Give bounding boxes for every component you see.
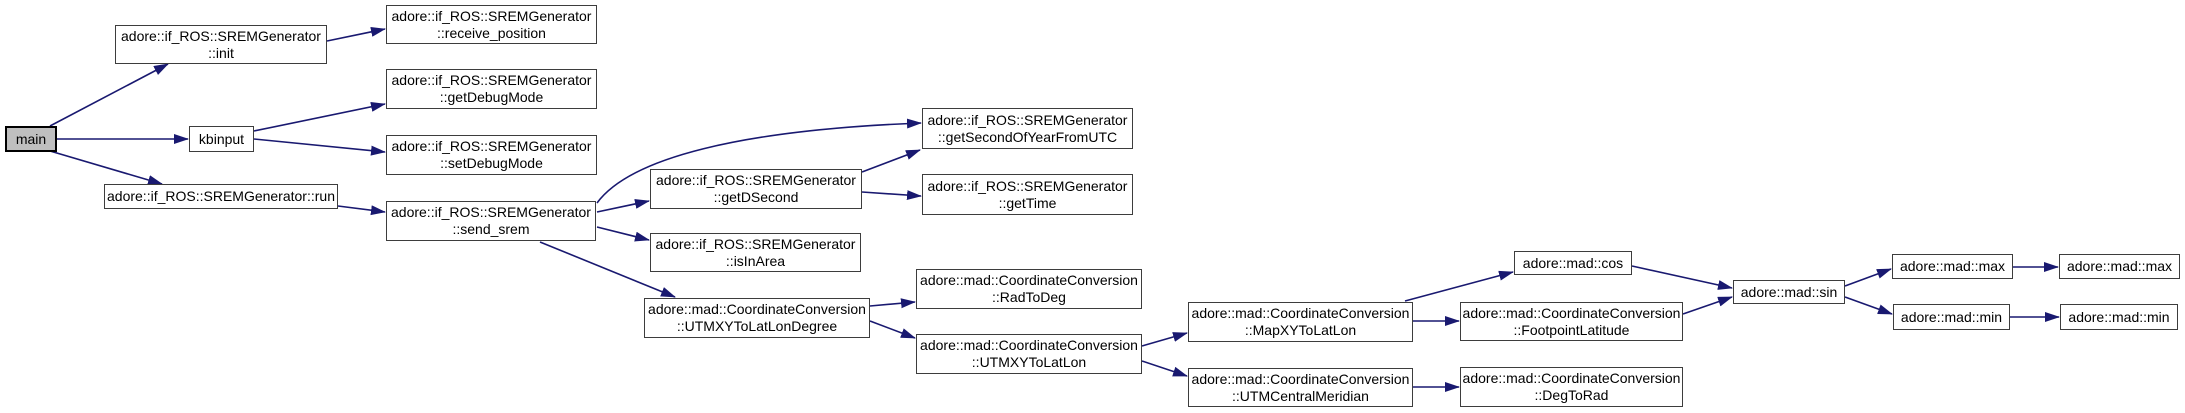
- graph-node-getSecondOfYearFromUTC[interactable]: adore::if_ROS::SREMGenerator::getSecondO…: [922, 108, 1133, 149]
- edge-UTMXYToLatLon-to-MapXYToLatLon: [1141, 332, 1188, 347]
- node-label-line: ::MapXYToLatLon: [1244, 322, 1357, 338]
- node-label-line: adore::mad::CoordinateConversion: [1191, 305, 1410, 321]
- node-label-line: ::setDebugMode: [440, 155, 543, 171]
- graph-node-setDebugMode[interactable]: adore::if_ROS::SREMGenerator::setDebugMo…: [386, 135, 597, 175]
- node-label-line: adore::mad::min: [1900, 308, 2003, 325]
- node-label-line: adore::if_ROS::SREMGenerator: [927, 177, 1128, 194]
- edge-kbinput-to-getDebugMode: [253, 101, 386, 132]
- node-label-line: adore::if_ROS::SREMGenerator: [121, 27, 321, 44]
- node-label-line: adore::mad::max: [2066, 258, 2173, 274]
- edge-init-to-receive_position: [326, 26, 386, 42]
- node-label-line: ::UTMCentralMeridian: [1232, 387, 1369, 404]
- node-label-line: adore::if_ROS::SREMGenerator: [391, 7, 592, 24]
- edge-UTMXYToLatLonDegree-to-RadToDeg: [869, 298, 916, 309]
- edge-UTMXYToLatLonDegree-to-UTMXYToLatLon: [869, 320, 916, 339]
- node-label-line: adore::mad::sin: [1740, 283, 1838, 300]
- graph-node-isInArea[interactable]: adore::if_ROS::SREMGenerator::isInArea: [650, 233, 861, 272]
- node-label-line: ::init: [208, 44, 234, 61]
- graph-node-min2[interactable]: adore::mad::min: [2060, 304, 2178, 330]
- node-label-line: adore::if_ROS::SREMGenerator: [391, 204, 591, 220]
- node-label-line: ::receive_position: [437, 24, 546, 41]
- edge-sin-to-max1: [1844, 268, 1892, 287]
- edge-send_srem-to-getDSecond: [596, 199, 650, 213]
- node-label-line: adore::if_ROS::SREMGenerator: [656, 172, 856, 188]
- node-label-line: adore::if_ROS::SREMGenerator: [391, 72, 592, 88]
- graph-node-getDSecond[interactable]: adore::if_ROS::SREMGenerator::getDSecond: [650, 169, 862, 209]
- graph-node-min1[interactable]: adore::mad::min: [1893, 304, 2010, 330]
- graph-node-MapXYToLatLon[interactable]: adore::mad::CoordinateConversion::MapXYT…: [1188, 302, 1413, 342]
- node-label-line: ::UTMXYToLatLon: [971, 354, 1087, 370]
- edge-run-to-send_srem: [337, 205, 386, 216]
- edge-getDSecond-to-getTime: [861, 190, 922, 201]
- edge-UTMXYToLatLon-to-UTMCentralMeridian: [1141, 360, 1188, 377]
- edge-MapXYToLatLon-to-cos: [1404, 270, 1514, 302]
- node-label-line: adore::if_ROS::SREMGenerator: [927, 111, 1128, 128]
- edge-main-to-run: [49, 150, 163, 185]
- node-label-line: adore::if_ROS::SREMGenerator: [391, 138, 592, 154]
- edge-sin-to-min1: [1844, 296, 1893, 315]
- node-label-line: ::isInArea: [725, 252, 786, 269]
- graph-node-main[interactable]: main: [5, 126, 57, 152]
- graph-node-max2[interactable]: adore::mad::max: [2059, 254, 2180, 279]
- node-label-line: ::getDebugMode: [439, 89, 544, 105]
- node-label-line: ::send_srem: [452, 221, 530, 237]
- graph-node-init[interactable]: adore::if_ROS::SREMGenerator::init: [115, 25, 327, 64]
- edge-kbinput-to-setDebugMode: [253, 138, 386, 156]
- node-label-line: ::getSecondOfYearFromUTC: [937, 128, 1118, 145]
- node-label-line: ::RadToDeg: [992, 289, 1066, 305]
- graph-node-kbinput[interactable]: kbinput: [189, 126, 254, 152]
- graph-node-sin[interactable]: adore::mad::sin: [1733, 280, 1845, 304]
- node-label-line: adore::mad::CoordinateConversion: [920, 337, 1138, 353]
- node-label-line: main: [15, 130, 47, 147]
- node-label-line: adore::mad::CoordinateConversion: [1462, 304, 1681, 321]
- edge-send_srem-to-getSecondOfYearFromUTC: [596, 118, 922, 204]
- graph-node-send_srem[interactable]: adore::if_ROS::SREMGenerator::send_srem: [386, 201, 596, 241]
- node-label-line: adore::if_ROS::SREMGenerator: [655, 235, 856, 252]
- node-label-line: kbinput: [198, 130, 245, 147]
- node-label-line: adore::if_ROS::SREMGenerator::run: [107, 188, 335, 204]
- graph-node-receive_position[interactable]: adore::if_ROS::SREMGenerator::receive_po…: [386, 5, 597, 44]
- graph-node-getDebugMode[interactable]: adore::if_ROS::SREMGenerator::getDebugMo…: [386, 69, 597, 109]
- edge-main-to-init: [49, 63, 169, 127]
- node-label-line: ::DegToRad: [1534, 387, 1609, 403]
- node-label-line: adore::mad::cos: [1522, 254, 1624, 271]
- graph-node-getTime[interactable]: adore::if_ROS::SREMGenerator::getTime: [922, 174, 1133, 215]
- edge-getDSecond-to-getSecondOfYearFromUTC: [861, 149, 921, 173]
- edge-send_srem-to-isInArea: [596, 226, 650, 242]
- node-label-line: adore::mad::CoordinateConversion: [1191, 370, 1410, 387]
- node-label-line: ::getTime: [998, 194, 1057, 211]
- graph-node-run[interactable]: adore::if_ROS::SREMGenerator::run: [104, 184, 338, 209]
- node-label-line: ::UTMXYToLatLonDegree: [676, 318, 838, 334]
- graph-node-UTMXYToLatLon[interactable]: adore::mad::CoordinateConversion::UTMXYT…: [916, 334, 1142, 374]
- node-label-line: adore::mad::max: [1899, 258, 2006, 274]
- node-label-line: adore::mad::CoordinateConversion: [1462, 370, 1681, 386]
- edge-cos-to-sin: [1631, 265, 1733, 290]
- graph-node-RadToDeg[interactable]: adore::mad::CoordinateConversion::RadToD…: [916, 269, 1142, 309]
- node-label-line: ::FootpointLatitude: [1513, 321, 1630, 338]
- graph-node-max1[interactable]: adore::mad::max: [1892, 254, 2013, 279]
- graph-node-UTMCentralMeridian[interactable]: adore::mad::CoordinateConversion::UTMCen…: [1188, 368, 1413, 407]
- node-label-line: adore::mad::CoordinateConversion: [920, 272, 1138, 288]
- node-label-line: adore::mad::CoordinateConversion: [648, 301, 866, 317]
- edge-FootpointLatitude-to-sin: [1682, 296, 1733, 315]
- node-label-line: adore::mad::min: [2068, 308, 2170, 325]
- graph-node-FootpointLatitude[interactable]: adore::mad::CoordinateConversion::Footpo…: [1460, 302, 1683, 341]
- node-label-line: ::getDSecond: [713, 189, 799, 205]
- graph-node-cos[interactable]: adore::mad::cos: [1514, 251, 1632, 275]
- graph-node-UTMXYToLatLonDegree[interactable]: adore::mad::CoordinateConversion::UTMXYT…: [644, 298, 870, 338]
- edge-send_srem-to-UTMXYToLatLonDegree: [539, 241, 676, 298]
- graph-node-DegToRad[interactable]: adore::mad::CoordinateConversion::DegToR…: [1460, 367, 1683, 407]
